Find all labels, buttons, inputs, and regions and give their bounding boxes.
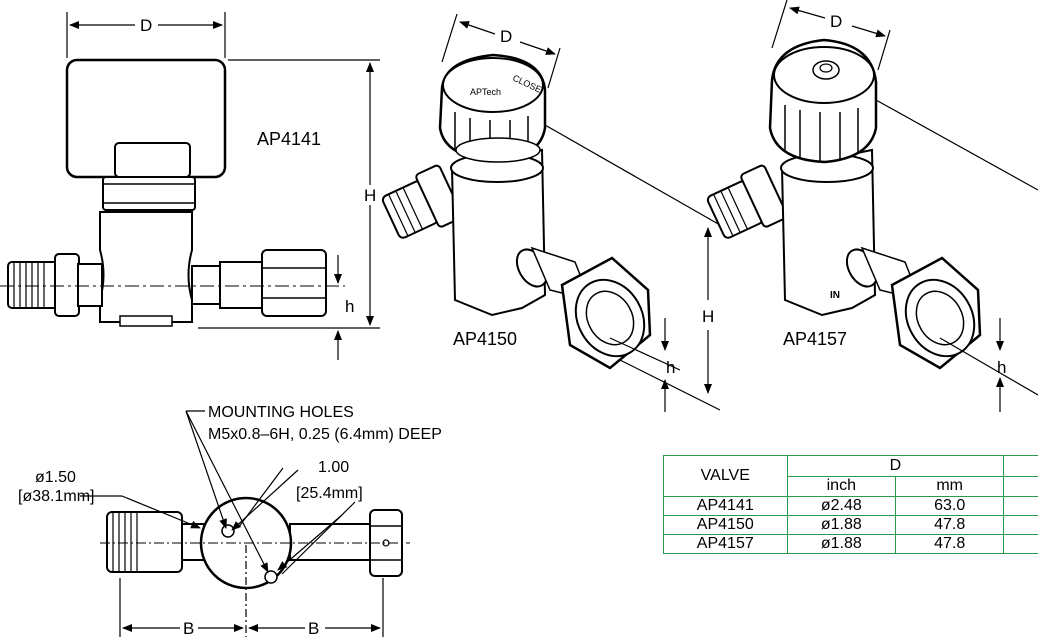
table-header-inch: inch (786, 475, 897, 497)
table-cell-cut (1003, 475, 1038, 497)
ap4150-h-dimension (544, 124, 721, 412)
table-cell-cut (1003, 515, 1038, 535)
mounting-hole-1 (221, 524, 235, 538)
spacing-mm-label: [25.4mm] (296, 485, 363, 502)
mounting-hole-2 (264, 570, 278, 584)
ap4157-d-label: D (830, 12, 842, 31)
ap4150-small-h-label: h (666, 358, 675, 377)
table-cell-inch: ø2.48 (786, 496, 897, 516)
mounting-holes-spec: M5x0.8–6H, 0.25 (6.4mm) DEEP (208, 426, 442, 443)
b-left-label: B (183, 619, 194, 637)
ap4141-h-dimension (198, 59, 380, 360)
ap4141-d-dimension (66, 12, 226, 58)
table-cell-inch: ø1.88 (786, 534, 897, 554)
ap4150-model-label: AP4150 (453, 329, 517, 349)
mounting-holes-title: MOUNTING HOLES (208, 404, 354, 421)
svg-text:APTech: APTech (470, 87, 501, 97)
table-cell-valve: AP4150 (663, 515, 788, 535)
table-cell-inch: ø1.88 (786, 515, 897, 535)
bottom-leaders (80, 410, 384, 637)
table-row: AP4150 ø1.88 47.8 (663, 515, 1038, 535)
spacing-inch-label: 1.00 (318, 459, 349, 476)
table-cell-cut (1003, 534, 1038, 554)
table-header-valve: VALVE (663, 455, 788, 497)
diameter-mm-label: [ø38.1mm] (18, 488, 94, 505)
ap4157-d-dimension (771, 0, 891, 71)
table-cell-mm: 47.8 (895, 534, 1005, 554)
table-cell-valve: AP4141 (663, 496, 788, 516)
ap4157-model-label: AP4157 (783, 329, 847, 349)
ap4157-port-label: IN (830, 290, 840, 301)
ap4150-h-label: H (702, 307, 714, 326)
table-cell-cut (1003, 496, 1038, 516)
table-header-d: D (786, 455, 1005, 477)
ap4150-knob-top (442, 57, 544, 113)
ap4157-view (706, 38, 982, 370)
ap4150-d-label: D (500, 27, 512, 46)
diameter-inch-label: ø1.50 (35, 469, 76, 486)
ap4141-d-label: D (140, 16, 152, 35)
table-cell-mm: 47.8 (895, 515, 1005, 535)
ap4157-h-dimension (875, 99, 1038, 412)
table-header-cut (1003, 455, 1038, 477)
table-header-mm: mm (895, 475, 1005, 497)
ap4150-d-dimension (441, 13, 561, 89)
table-cell-valve: AP4157 (663, 534, 788, 554)
dimension-table: VALVE D inch mm AP4141 ø2.48 63.0 AP4150… (663, 455, 1038, 554)
table-row: AP4141 ø2.48 63.0 (663, 496, 1038, 516)
table-row: AP4157 ø1.88 47.8 (663, 534, 1038, 554)
ap4141-model-label: AP4141 (257, 129, 321, 149)
b-right-label: B (308, 619, 319, 637)
table-cell-mm: 63.0 (895, 496, 1005, 516)
ap4141-view (7, 58, 327, 327)
ap4150-view (381, 53, 652, 370)
ap4141-h-label: H (364, 186, 376, 205)
ap4157-small-h-label: h (997, 358, 1006, 377)
ap4141-small-h-label: h (345, 297, 354, 316)
